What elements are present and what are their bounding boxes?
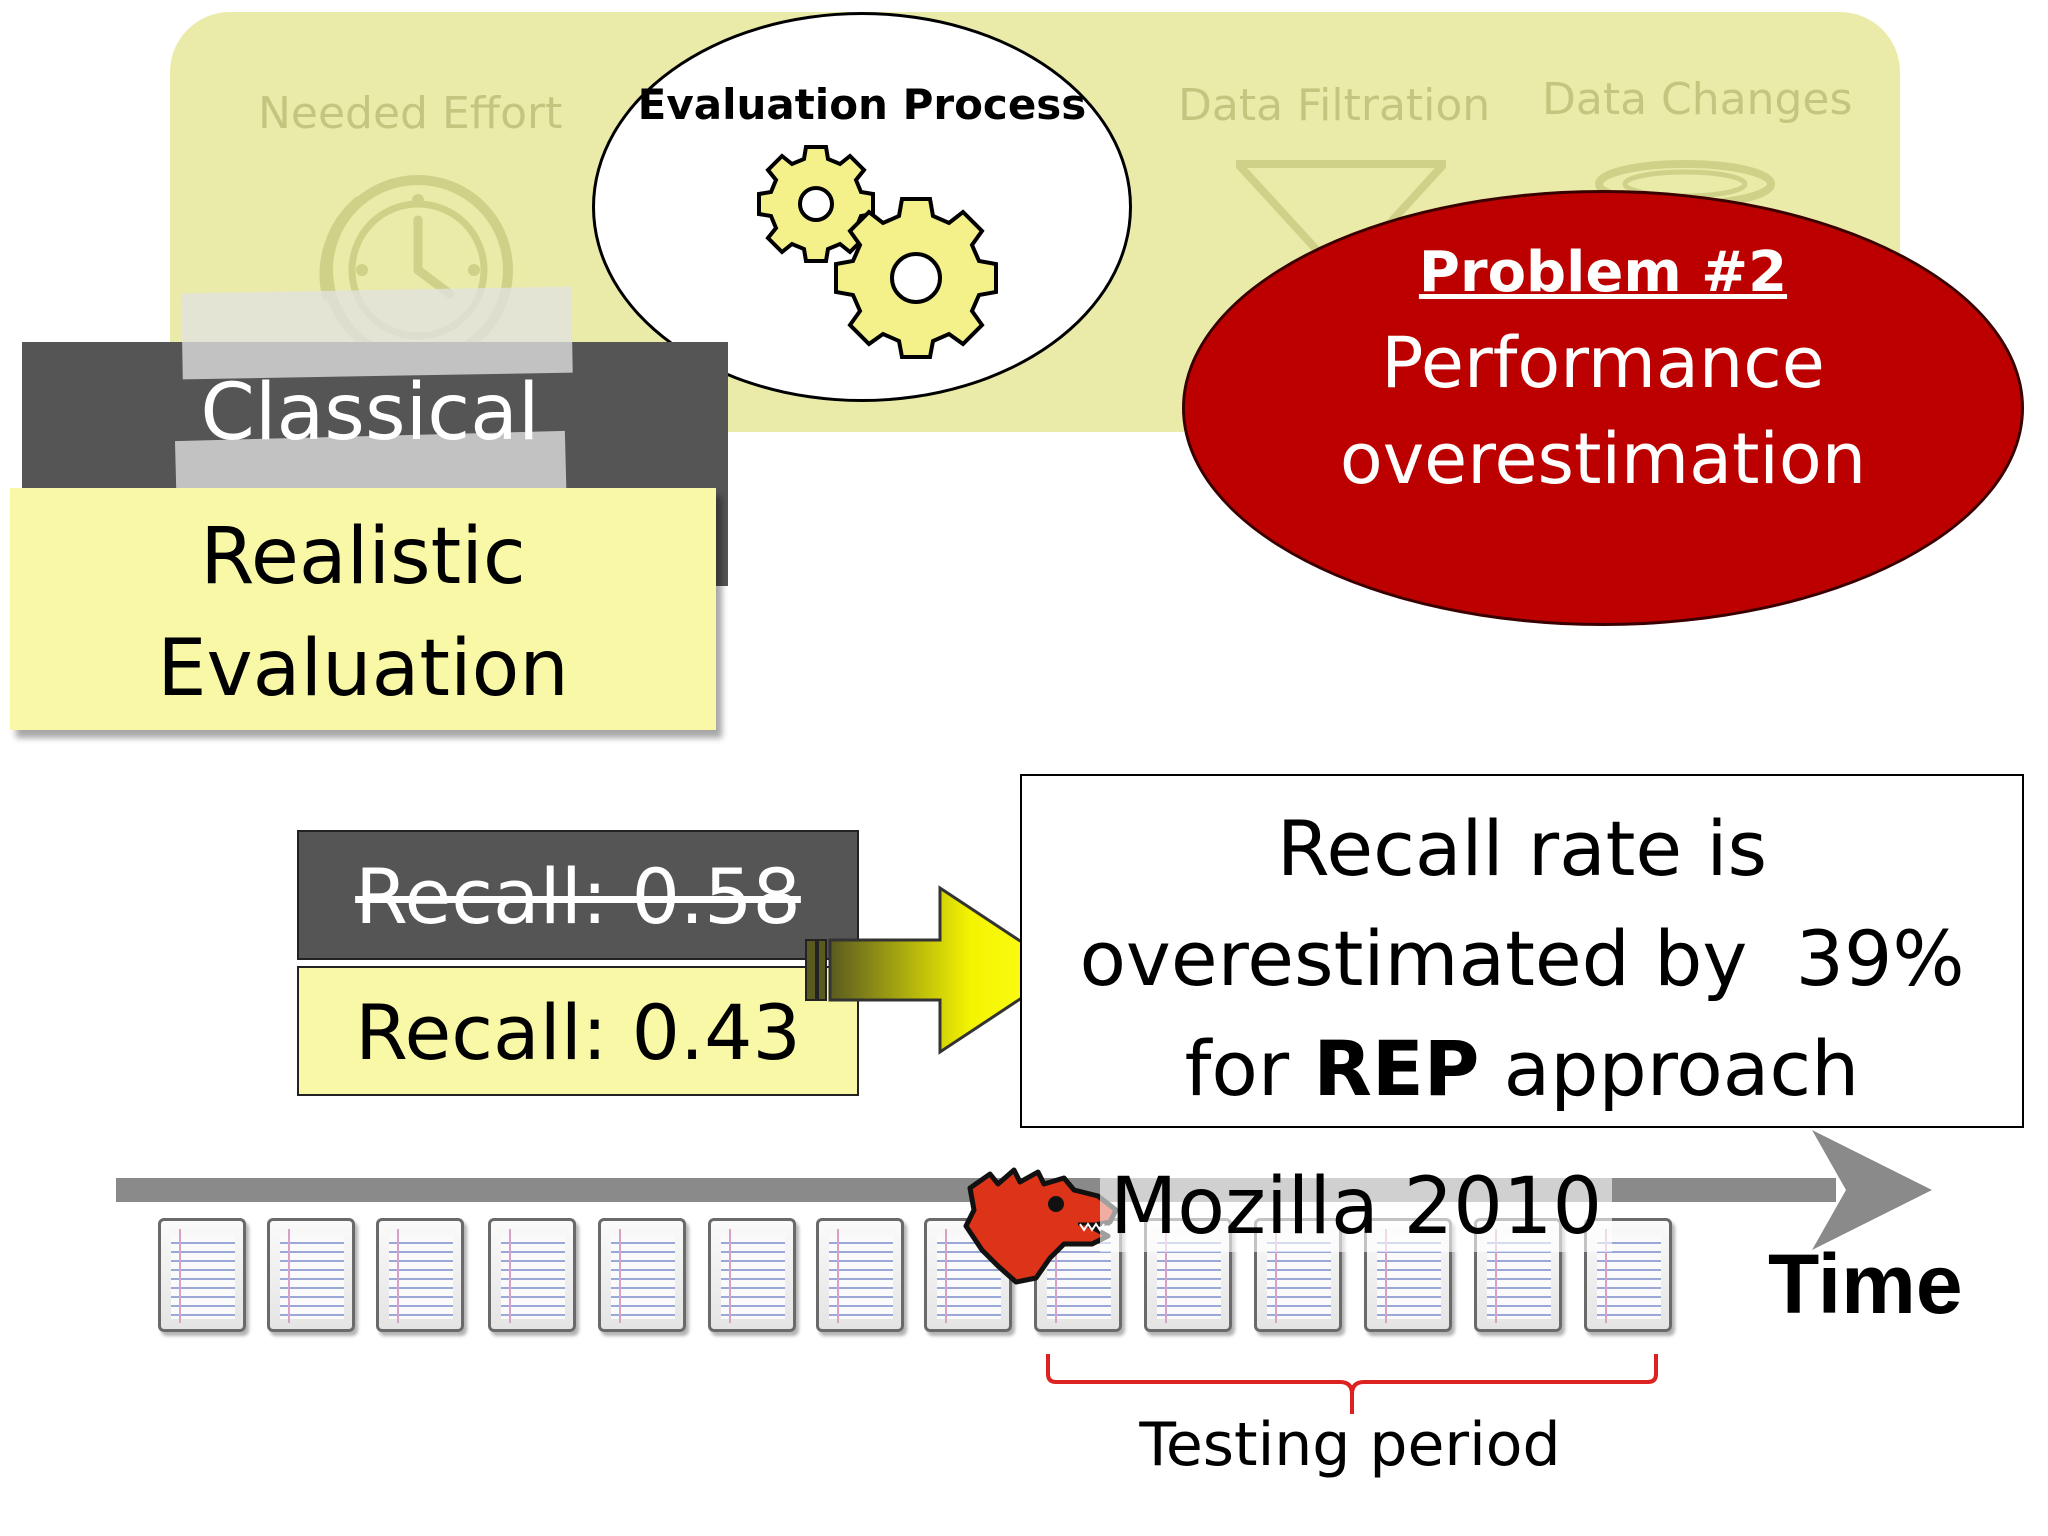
document-icon — [158, 1218, 246, 1332]
tape-strip-top — [181, 286, 573, 380]
mozilla-label: Mozilla 2010 — [1100, 1162, 1613, 1252]
data-filtration-label: Data Filtration — [1178, 80, 1491, 131]
problem-line-performance: Performance — [1381, 322, 1825, 404]
statement-rep: REP — [1313, 1024, 1480, 1113]
arrow-right-icon — [805, 885, 1067, 1055]
evaluation-label: Evaluation — [157, 624, 569, 714]
data-changes-label: Data Changes — [1542, 74, 1853, 125]
realistic-evaluation-box — [10, 488, 716, 730]
document-icon — [598, 1218, 686, 1332]
classical-label: Classical — [200, 368, 540, 458]
needed-effort-label: Needed Effort — [258, 88, 563, 139]
testing-period-label: Testing period — [1139, 1410, 1561, 1480]
problem-title: Problem #2 — [1418, 240, 1788, 305]
classical-recall-box — [297, 830, 859, 960]
problem-line-overestimation: overestimation — [1339, 418, 1867, 500]
realistic-recall-box — [297, 966, 859, 1096]
statement-suffix: approach — [1479, 1024, 1860, 1113]
statement-prefix: for — [1184, 1024, 1314, 1113]
testing-period-bracket — [1046, 1354, 1658, 1414]
statement-line-1: Recall rate is — [1276, 804, 1768, 893]
mozilla-dino-icon — [963, 1167, 1119, 1285]
document-icon — [816, 1218, 904, 1332]
evaluation-process-title: Evaluation Process — [637, 80, 1087, 129]
document-icon — [488, 1218, 576, 1332]
problem-ellipse — [1182, 190, 2024, 626]
classical-recall-value: Recall: 0.58 — [355, 852, 801, 941]
realistic-recall-value: Recall: 0.43 — [355, 988, 801, 1077]
statement-line-3: for REP approach — [1020, 1024, 2024, 1113]
statement-box — [1020, 774, 2024, 1128]
document-icon — [267, 1218, 355, 1332]
gears-icon — [757, 145, 998, 359]
statement-line-2: overestimated by 39% — [1079, 914, 1965, 1003]
realistic-label: Realistic — [200, 512, 526, 602]
document-icon — [376, 1218, 464, 1332]
document-icon — [708, 1218, 796, 1332]
time-label: Time — [1768, 1237, 1963, 1331]
